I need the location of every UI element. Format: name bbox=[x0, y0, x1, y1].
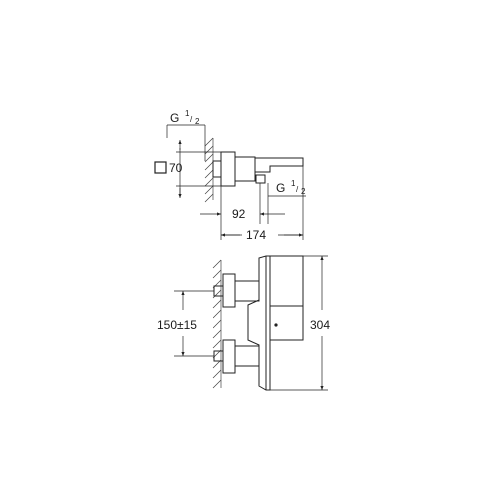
spout-top bbox=[254, 157, 304, 173]
mixer-body-front bbox=[247, 255, 304, 391]
inlet-thread-prefix: G bbox=[170, 111, 179, 125]
front-view: 150±15 304 bbox=[155, 255, 336, 391]
svg-text:/: / bbox=[296, 185, 299, 194]
inlet-spacing-label: 150±15 bbox=[157, 318, 197, 332]
top-view: G 1 / 2 70 G 1 / 2 92 174 bbox=[154, 109, 306, 242]
inlet-thread-den: 2 bbox=[195, 117, 200, 126]
upper-escutcheon bbox=[222, 273, 236, 308]
lower-arm bbox=[234, 345, 260, 367]
inlet-connector-top bbox=[212, 160, 222, 178]
outlet-connector-top bbox=[255, 174, 266, 184]
square-icon bbox=[154, 161, 167, 174]
wall-hatch-top bbox=[204, 137, 214, 203]
svg-text:/: / bbox=[190, 115, 193, 124]
body-size-label: 70 bbox=[169, 161, 183, 175]
escutcheon-top bbox=[220, 151, 236, 187]
inlet-thread-num: 1 bbox=[185, 109, 190, 118]
upper-arm bbox=[234, 280, 260, 302]
outlet-thread-den: 2 bbox=[301, 187, 306, 196]
height-label: 304 bbox=[310, 318, 330, 332]
outlet-thread-prefix: G bbox=[276, 181, 285, 195]
spout-offset-label: 92 bbox=[232, 207, 246, 221]
lower-escutcheon bbox=[222, 339, 236, 374]
projection-label: 174 bbox=[246, 228, 266, 242]
mixer-body-top bbox=[234, 156, 256, 182]
outlet-hole bbox=[274, 323, 278, 327]
outlet-thread-num: 1 bbox=[291, 179, 296, 188]
wall-hatch-front bbox=[212, 259, 222, 389]
upper-inlet-connector bbox=[213, 285, 224, 297]
